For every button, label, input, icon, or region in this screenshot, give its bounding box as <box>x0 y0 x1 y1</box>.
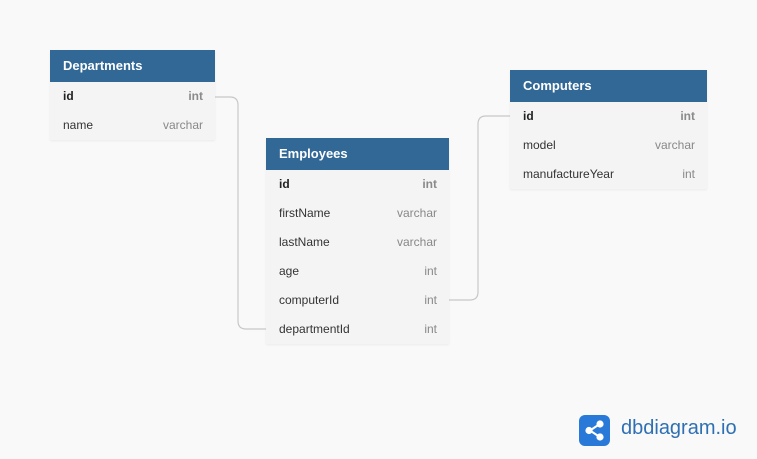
table-row-id[interactable]: id int <box>510 102 707 131</box>
share-nodes-icon <box>579 415 610 446</box>
column-type: int <box>188 89 203 103</box>
column-type: varchar <box>396 235 437 249</box>
table-departments[interactable]: Departments id int name varchar <box>50 50 215 140</box>
connector-computers-employees[interactable] <box>449 115 510 301</box>
table-row-firstname[interactable]: firstName varchar <box>266 199 449 228</box>
table-row-age[interactable]: age int <box>266 257 449 286</box>
column-name: id <box>279 177 290 191</box>
column-type: int <box>424 322 437 336</box>
column-type: varchar <box>162 118 203 132</box>
column-name: manufactureYear <box>523 167 614 181</box>
table-row-id[interactable]: id int <box>50 82 215 111</box>
connector-departments-employees[interactable] <box>215 96 266 330</box>
column-name: lastName <box>279 235 330 249</box>
column-name: id <box>523 109 534 123</box>
column-name: id <box>63 89 74 103</box>
table-row-id[interactable]: id int <box>266 170 449 199</box>
table-employees[interactable]: Employees id int firstName varchar lastN… <box>266 138 449 344</box>
table-computers[interactable]: Computers id int model varchar manufactu… <box>510 70 707 189</box>
column-name: name <box>63 118 94 132</box>
table-row-lastname[interactable]: lastName varchar <box>266 228 449 257</box>
table-header[interactable]: Computers <box>510 70 707 102</box>
column-name: model <box>523 138 556 152</box>
column-type: int <box>680 109 695 123</box>
table-header[interactable]: Departments <box>50 50 215 82</box>
table-row-departmentid[interactable]: departmentId int <box>266 315 449 344</box>
table-header[interactable]: Employees <box>266 138 449 170</box>
column-type: int <box>682 167 695 181</box>
column-name: departmentId <box>279 322 350 336</box>
column-type: varchar <box>654 138 695 152</box>
table-row-computerid[interactable]: computerId int <box>266 286 449 315</box>
table-row-model[interactable]: model varchar <box>510 131 707 160</box>
column-type: int <box>422 177 437 191</box>
column-type: int <box>424 293 437 307</box>
column-name: firstName <box>279 206 331 220</box>
column-type: int <box>424 264 437 278</box>
table-row-manufactureyear[interactable]: manufactureYear int <box>510 160 707 189</box>
column-name: computerId <box>279 293 340 307</box>
table-row-name[interactable]: name varchar <box>50 111 215 140</box>
column-type: varchar <box>396 206 437 220</box>
column-name: age <box>279 264 300 278</box>
brand-name: dbdiagram.io <box>621 417 737 439</box>
